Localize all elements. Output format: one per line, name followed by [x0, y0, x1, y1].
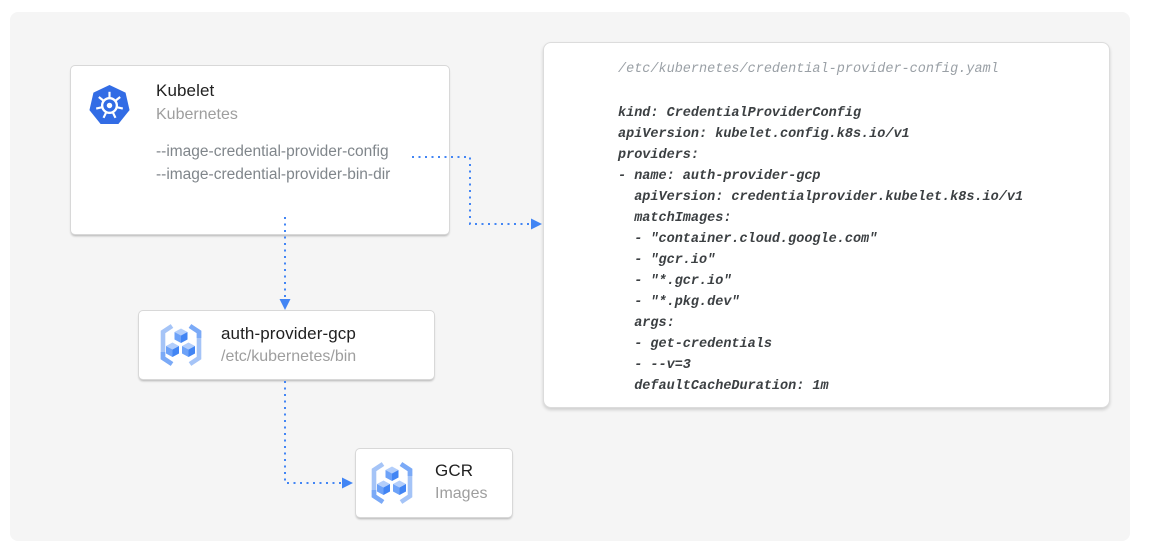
credential-provider-config-panel: /etc/kubernetes/credential-provider-conf…	[543, 42, 1110, 408]
kubelet-subtitle: Kubernetes	[156, 106, 238, 123]
kubernetes-helm-icon	[89, 84, 130, 124]
auth-provider-gcp-title: auth-provider-gcp	[221, 324, 356, 343]
arrow-auth-provider-to-gcr	[284, 381, 342, 484]
arrowhead-to-gcr	[342, 477, 353, 489]
kubelet-title: Kubelet	[156, 81, 215, 100]
flag-image-credential-provider-bin-dir: --image-credential-provider-bin-dir	[156, 166, 391, 183]
arrowhead-to-auth-provider	[279, 299, 291, 310]
auth-provider-gcp-path: /etc/kubernetes/bin	[221, 348, 357, 365]
gcr-cubes-icon	[371, 462, 413, 504]
flag-image-credential-provider-config: --image-credential-provider-config	[156, 143, 389, 160]
arrowhead-to-yaml	[531, 218, 542, 230]
diagram-canvas: Kubelet Kubernetes --image-credential-pr…	[10, 12, 1130, 541]
gcr-subtitle: Images	[435, 485, 488, 502]
gcr-title: GCR	[435, 461, 474, 480]
auth-provider-gcp-node: auth-provider-gcp /etc/kubernetes/bin	[138, 310, 435, 380]
gcr-cubes-icon	[160, 324, 202, 366]
kubelet-flags: --image-credential-provider-config --ima…	[156, 140, 390, 186]
gcr-node: GCR Images	[355, 448, 513, 518]
config-yaml-code: kind: CredentialProviderConfig apiVersio…	[618, 106, 1024, 394]
kubelet-node: Kubelet Kubernetes --image-credential-pr…	[70, 65, 450, 235]
config-file-path: /etc/kubernetes/credential-provider-conf…	[618, 62, 999, 77]
